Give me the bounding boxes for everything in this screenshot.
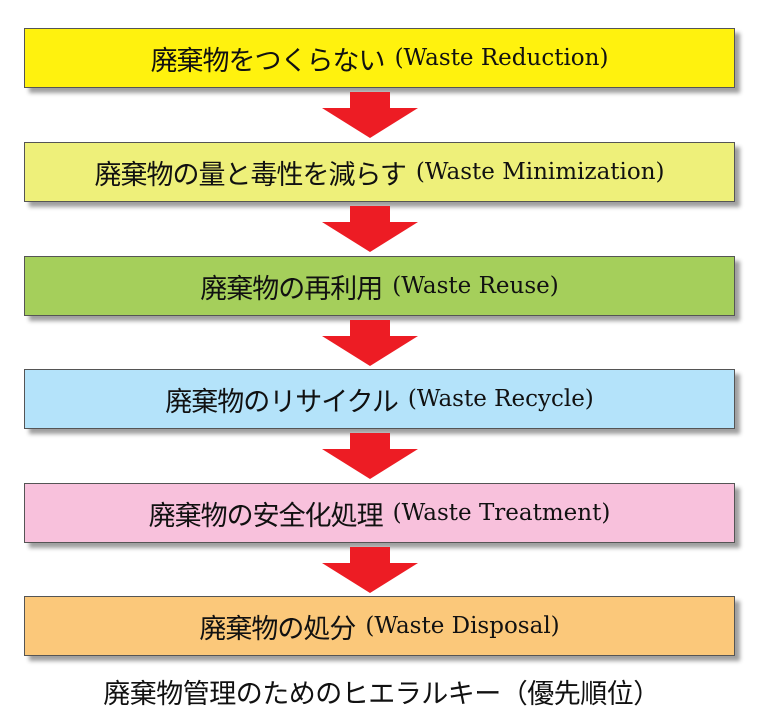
level-5-box: 廃棄物の安全化処理 (Waste Treatment) — [24, 483, 735, 543]
level-5-english-label: (Waste Treatment) — [392, 500, 611, 526]
level-1-japanese-label: 廃棄物をつくらない — [150, 45, 386, 77]
level-4-japanese-label: 廃棄物のリサイクル — [165, 386, 399, 418]
level-2-box: 廃棄物の量と毒性を減らす (Waste Minimization) — [24, 142, 735, 202]
down-arrow-icon — [322, 433, 418, 479]
down-arrow-icon — [322, 547, 418, 593]
down-arrow-icon — [322, 92, 418, 138]
down-arrow-icon — [322, 320, 418, 366]
level-6-japanese-label: 廃棄物の処分 — [199, 613, 356, 645]
diagram-caption: 廃棄物管理のためのヒエラルキー（優先順位） — [103, 679, 660, 710]
level-4-english-label: (Waste Recycle) — [407, 386, 594, 412]
level-1-english-label: (Waste Reduction) — [394, 45, 609, 71]
level-6-box: 廃棄物の処分 (Waste Disposal) — [24, 596, 735, 656]
level-4-box: 廃棄物のリサイクル (Waste Recycle) — [24, 369, 735, 429]
down-arrow-icon — [322, 206, 418, 252]
level-2-english-label: (Waste Minimization) — [415, 159, 665, 185]
level-3-japanese-label: 廃棄物の再利用 — [200, 273, 383, 305]
level-3-english-label: (Waste Reuse) — [392, 273, 559, 299]
level-6-english-label: (Waste Disposal) — [365, 613, 560, 639]
level-2-japanese-label: 廃棄物の量と毒性を減らす — [94, 159, 406, 191]
level-5-japanese-label: 廃棄物の安全化処理 — [148, 500, 384, 532]
level-3-box: 廃棄物の再利用 (Waste Reuse) — [24, 256, 735, 316]
level-1-box: 廃棄物をつくらない (Waste Reduction) — [24, 28, 735, 88]
